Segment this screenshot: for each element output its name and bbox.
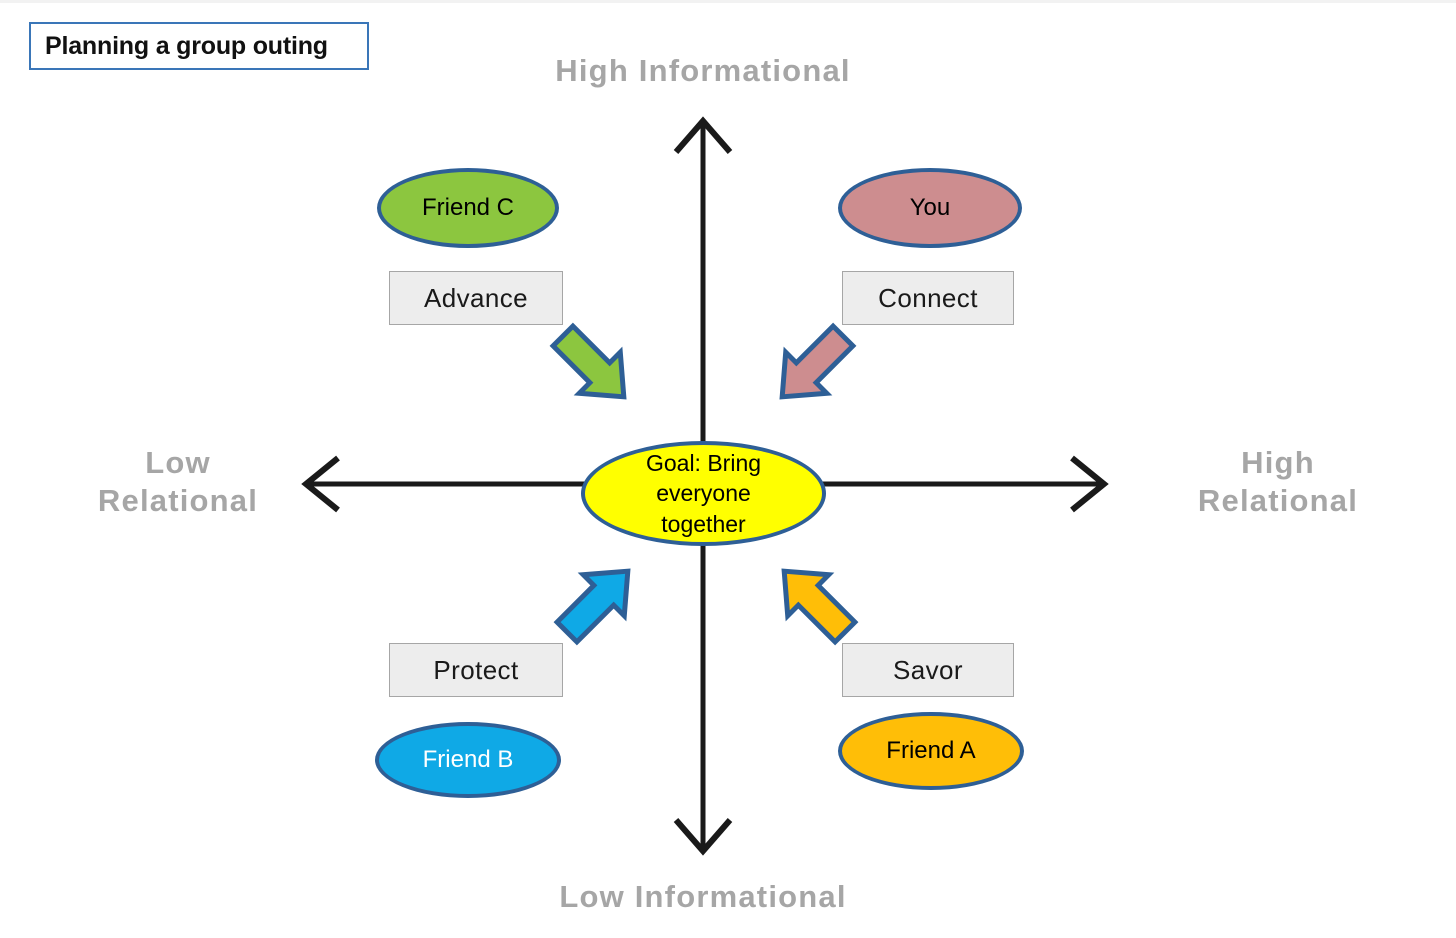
quadrant-box-protect[interactable]: Protect [389, 643, 563, 697]
arrow-advance [549, 322, 627, 400]
arrow-savor [781, 568, 859, 646]
node-goal-center[interactable]: Goal: Bring everyone together [581, 441, 826, 546]
node-friend-b-label: Friend B [422, 745, 514, 773]
axis-label-left: Low Relational [97, 445, 259, 518]
node-friend-c-label: Friend C [421, 193, 515, 221]
quadrant-box-connect[interactable]: Connect [842, 271, 1014, 325]
quadrant-box-protect-label: Protect [433, 654, 519, 685]
arrow-connect [779, 322, 857, 400]
axis-label-bottom: Low Informational [559, 879, 847, 914]
node-goal-label: Goal: Bring everyone together [645, 449, 762, 537]
top-divider [0, 0, 1456, 3]
quadrant-box-savor-label: Savor [893, 654, 963, 685]
node-you-label: You [909, 193, 951, 221]
axis-label-top: High Informational [555, 53, 851, 88]
node-friend-b[interactable]: Friend B [375, 722, 561, 798]
quadrant-box-savor[interactable]: Savor [842, 643, 1014, 697]
node-friend-c[interactable]: Friend C [377, 168, 559, 248]
node-friend-a-label: Friend A [886, 736, 976, 764]
arrow-protect [553, 568, 631, 646]
quadrant-box-connect-label: Connect [878, 282, 978, 313]
node-you[interactable]: You [838, 168, 1022, 248]
axis-arrowhead-right [1070, 455, 1109, 513]
axis-label-right: High Relational [1197, 445, 1359, 518]
quadrant-box-advance[interactable]: Advance [389, 271, 563, 325]
node-friend-a[interactable]: Friend A [838, 712, 1024, 790]
axis-arrowhead-down [673, 818, 733, 856]
axis-arrowhead-up [673, 116, 733, 154]
slide-title-box: Planning a group outing [29, 22, 369, 70]
page-title: Planning a group outing [45, 31, 328, 60]
quadrant-box-advance-label: Advance [424, 282, 528, 313]
